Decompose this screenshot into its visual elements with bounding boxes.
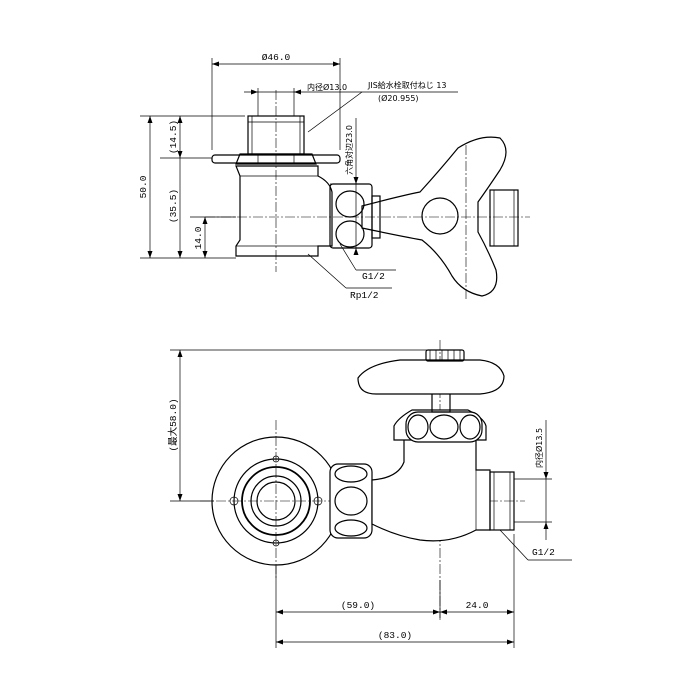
- top-view: Ø46.0 内径Ø13.0 JIS給水栓取付ねじ 13 (Ø20.955) 50…: [138, 52, 530, 301]
- dim-lower: 14.0: [193, 226, 204, 249]
- dim-width-label: Ø46.0: [262, 52, 291, 63]
- outlet-bottom: [489, 471, 515, 531]
- callout-jis-sub: (Ø20.955): [378, 93, 419, 103]
- bottom-view: (最大58.0) 内径Ø13.5 G1/2 (59.0) 24.0 (83.0): [167, 340, 572, 648]
- bonnet-nut: [405, 411, 483, 443]
- dim-middle: (35.5): [168, 189, 179, 223]
- callout-jis: JIS給水栓取付ねじ 13: [367, 80, 447, 90]
- dim-hex: 六角対辺23.0: [344, 125, 354, 175]
- dim-upper: (14.5): [168, 120, 179, 154]
- handle-hub: [421, 197, 459, 235]
- dim-outlet: 24.0: [466, 600, 489, 611]
- dim-offset: (59.0): [341, 600, 375, 611]
- callout-rp: Rp1/2: [350, 290, 379, 301]
- flange: [211, 154, 341, 164]
- valve-body-bottom: [371, 437, 491, 542]
- outlet-thread: [489, 189, 519, 247]
- callout-g-bottom: G1/2: [532, 547, 555, 558]
- handle-bottom: [357, 359, 505, 395]
- dim-max-height: (最大58.0): [167, 398, 179, 451]
- valve-body: [235, 165, 333, 257]
- dim-outlet-bore: 内径Ø13.5: [534, 428, 544, 468]
- handle: [361, 136, 507, 297]
- callout-g-top: G1/2: [362, 271, 385, 282]
- side-nut-bottom: [329, 463, 373, 539]
- dim-overall: (83.0): [378, 630, 412, 641]
- dim-total-height: 50.0: [138, 175, 149, 198]
- dim-inner-bore-label: 内径Ø13.0: [307, 82, 347, 92]
